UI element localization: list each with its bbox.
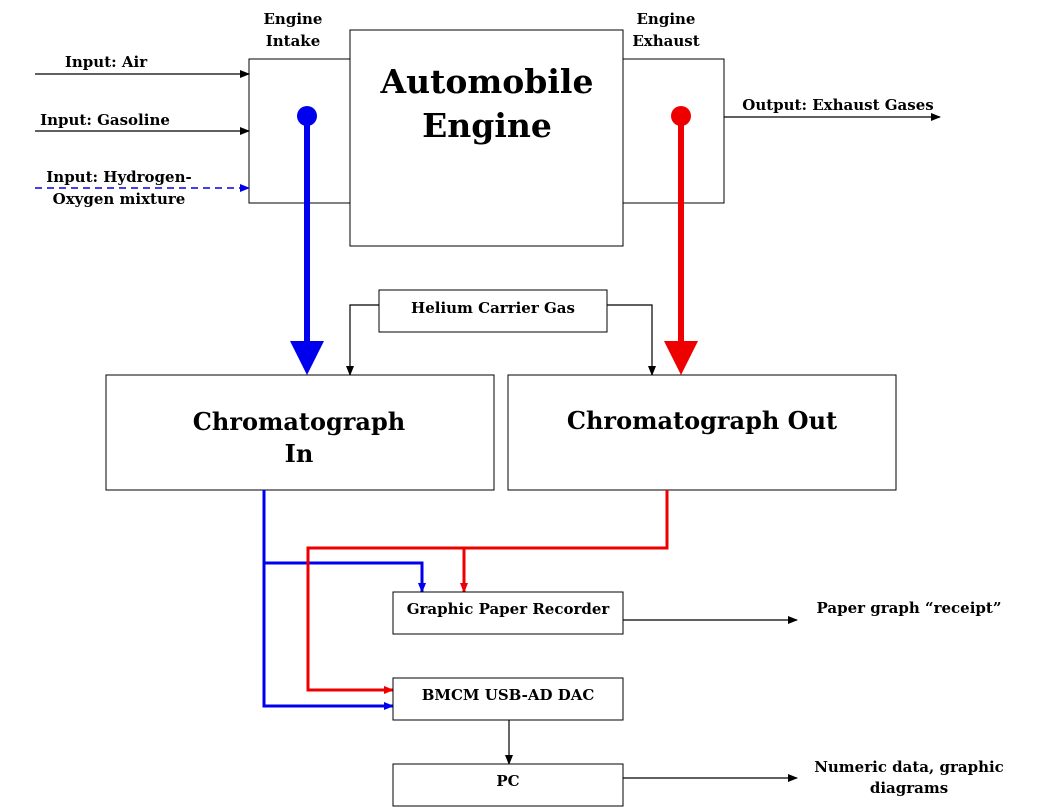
- engine-intake-box: [248, 58, 352, 204]
- chrom-in-label-line1: Chromatograph: [193, 407, 405, 436]
- engine-title-line2: Engine: [422, 106, 552, 145]
- pc-label: PC: [496, 772, 519, 790]
- input-air-label: Input: Air: [65, 53, 148, 71]
- intake-sample-arrowhead: [290, 341, 324, 375]
- helium-label: Helium Carrier Gas: [411, 299, 575, 317]
- chrom-out-bus-line: [306, 490, 669, 694]
- dac-box: [392, 677, 624, 721]
- input-hho-label-line1: Input: Hydrogen-: [46, 168, 191, 186]
- automobile-engine-box: [349, 29, 624, 247]
- numeric-label-line2: diagrams: [870, 779, 948, 797]
- paper-recorder-label: Graphic Paper Recorder: [407, 600, 611, 618]
- graphic-paper-recorder-box: [392, 591, 624, 635]
- paper-receipt-label: Paper graph “receipt”: [817, 599, 1002, 617]
- input-hho-label-line2: Oxygen mixture: [53, 190, 186, 208]
- intake-label-line2: Intake: [266, 32, 321, 50]
- helium-to-chrom-out-line: [607, 304, 656, 376]
- chromatograph-in-box: [105, 374, 495, 491]
- engine-exhaust-box: [621, 58, 725, 204]
- numeric-label-line1: Numeric data, graphic: [814, 758, 1004, 776]
- engine-title-line1: Automobile: [380, 62, 594, 101]
- dac-label: BMCM USB-AD DAC: [422, 686, 595, 704]
- exhaust-label-line2: Exhaust: [632, 32, 699, 50]
- output-exhaust-label: Output: Exhaust Gases: [742, 96, 933, 114]
- chrom-in-to-dac-line: [262, 563, 394, 710]
- intake-label-line1: Engine: [264, 10, 323, 28]
- chrom-in-label-line2: In: [285, 439, 314, 468]
- helium-to-chrom-in-line: [346, 304, 379, 376]
- chromatograph-out-box: [507, 374, 897, 491]
- input-gasoline-label: Input: Gasoline: [40, 111, 170, 129]
- pc-box: [392, 763, 624, 807]
- chrom-in-to-recorder-line: [262, 490, 426, 593]
- helium-carrier-gas-box: [378, 289, 608, 333]
- chrom-out-label: Chromatograph Out: [567, 406, 837, 435]
- exhaust-label-line1: Engine: [637, 10, 696, 28]
- exhaust-sample-arrowhead: [664, 341, 698, 375]
